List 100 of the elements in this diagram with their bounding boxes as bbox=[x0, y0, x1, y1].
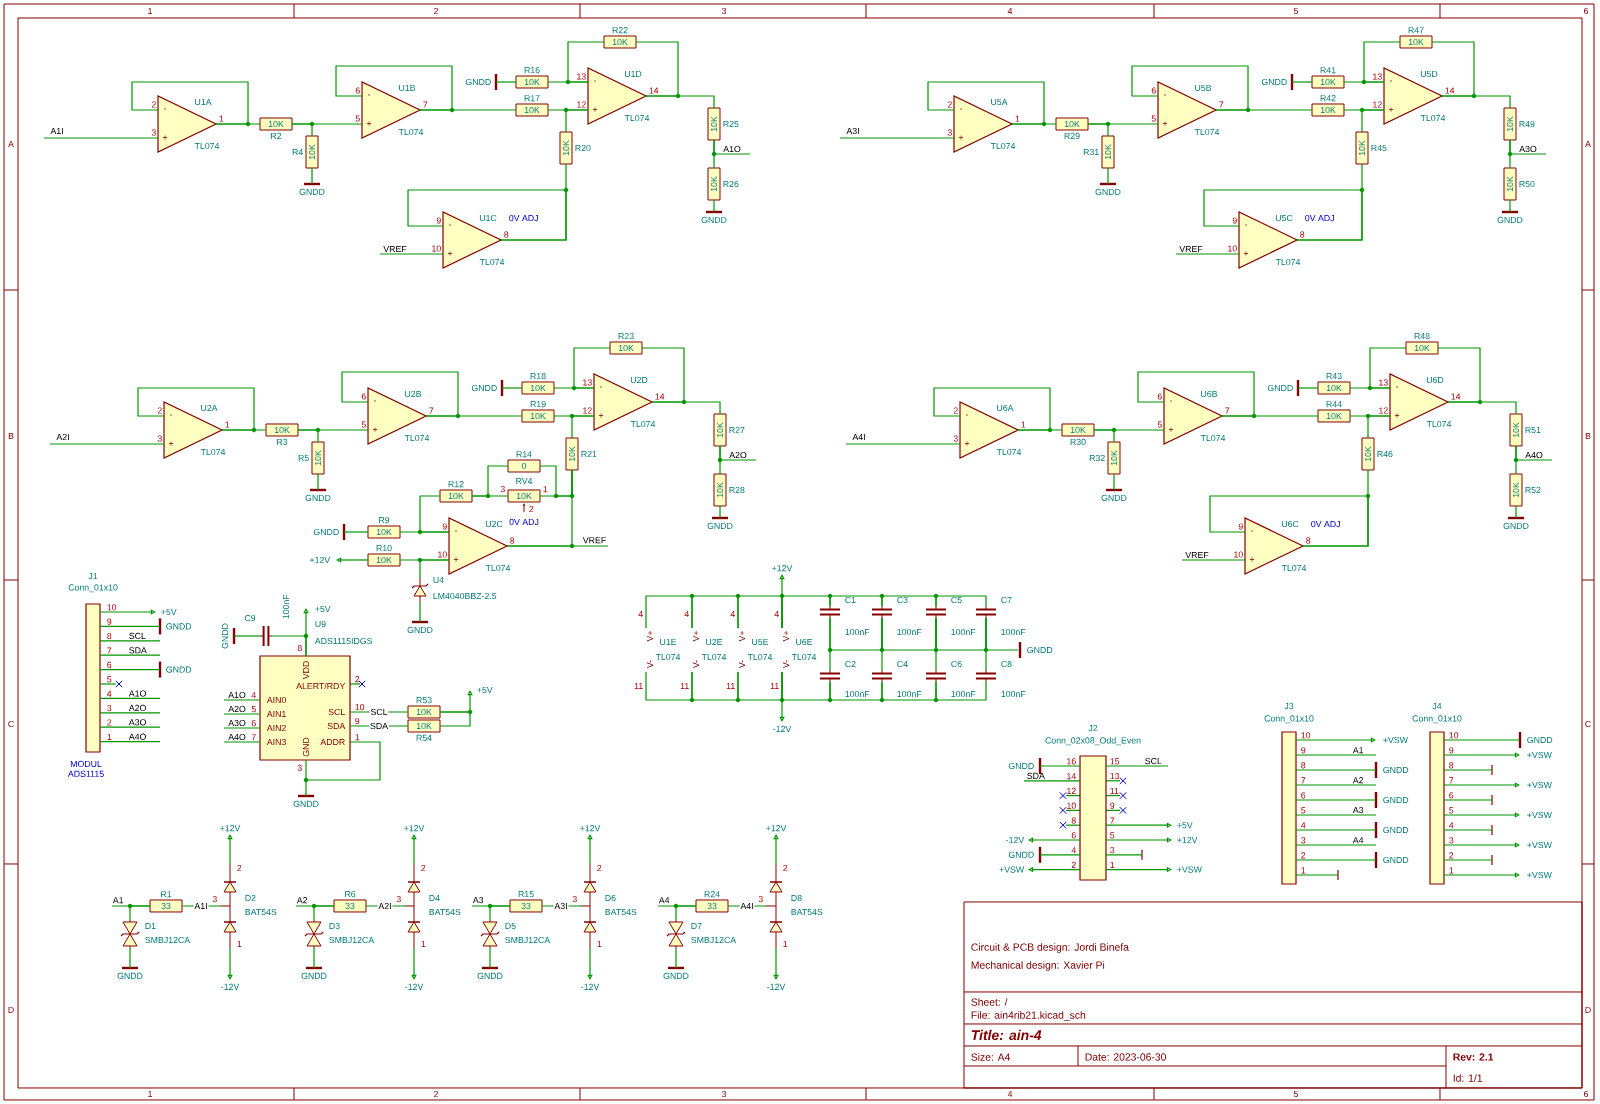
wire bbox=[349, 711, 409, 713]
no-connect-mark bbox=[115, 680, 123, 688]
wire bbox=[223, 727, 261, 729]
wire bbox=[439, 690, 473, 713]
wire bbox=[985, 617, 1019, 651]
wire bbox=[1295, 814, 1377, 816]
wire bbox=[1369, 347, 1407, 389]
wire bbox=[713, 199, 715, 213]
wire bbox=[305, 759, 307, 797]
wire bbox=[1443, 782, 1520, 788]
wire bbox=[779, 671, 785, 722]
wire bbox=[1175, 253, 1240, 255]
wire bbox=[737, 595, 783, 629]
wire bbox=[297, 429, 369, 431]
wire bbox=[295, 905, 335, 907]
wire bbox=[645, 95, 715, 109]
wire bbox=[927, 81, 1045, 125]
wire bbox=[881, 617, 937, 651]
wire bbox=[1443, 859, 1493, 861]
pin-end-mark bbox=[1491, 764, 1493, 776]
wire bbox=[111, 905, 151, 907]
wire bbox=[1105, 854, 1143, 856]
wire bbox=[1297, 387, 1319, 389]
wire bbox=[336, 557, 369, 563]
wire bbox=[571, 415, 595, 439]
wire bbox=[99, 726, 161, 728]
wire bbox=[99, 669, 161, 671]
wire bbox=[1437, 347, 1481, 403]
wire bbox=[1295, 829, 1377, 831]
wire bbox=[1367, 415, 1391, 439]
wire bbox=[1105, 822, 1172, 828]
wire bbox=[829, 681, 883, 701]
wire bbox=[1181, 559, 1246, 561]
wire bbox=[1295, 769, 1377, 771]
wire bbox=[501, 387, 523, 389]
wire bbox=[645, 671, 693, 701]
wire bbox=[1443, 752, 1520, 758]
wire bbox=[1447, 401, 1517, 415]
wire bbox=[223, 713, 261, 715]
wire bbox=[1441, 95, 1511, 109]
wire bbox=[1515, 445, 1553, 461]
wire bbox=[227, 834, 233, 865]
wire bbox=[227, 947, 233, 980]
wire bbox=[719, 505, 721, 519]
wire bbox=[471, 905, 511, 907]
wire bbox=[773, 947, 779, 980]
wire bbox=[1295, 737, 1376, 743]
wire bbox=[1361, 109, 1385, 133]
wire bbox=[489, 947, 491, 969]
wire bbox=[933, 387, 1051, 431]
wire bbox=[1509, 199, 1511, 213]
wire bbox=[419, 601, 421, 623]
wire bbox=[935, 617, 987, 651]
wire bbox=[1443, 812, 1520, 818]
wire bbox=[881, 595, 937, 607]
wire bbox=[411, 947, 417, 980]
wire bbox=[657, 905, 697, 907]
wire bbox=[365, 905, 405, 907]
wire bbox=[773, 834, 779, 865]
wire bbox=[419, 495, 450, 533]
wire bbox=[839, 137, 955, 139]
wire bbox=[1137, 371, 1255, 417]
wire bbox=[343, 531, 369, 533]
wire bbox=[573, 347, 611, 389]
wire bbox=[129, 947, 131, 969]
wire bbox=[99, 654, 161, 656]
wire bbox=[43, 137, 159, 139]
wire bbox=[737, 671, 783, 701]
wire bbox=[233, 635, 261, 637]
wire bbox=[131, 81, 249, 125]
pin-end-mark bbox=[1491, 854, 1493, 866]
wire bbox=[99, 683, 117, 685]
wire bbox=[419, 559, 450, 579]
wire bbox=[291, 123, 363, 125]
wire bbox=[411, 834, 417, 865]
wire bbox=[99, 609, 156, 615]
wire bbox=[1131, 65, 1249, 111]
wire bbox=[223, 741, 261, 743]
wire bbox=[727, 905, 767, 907]
wire bbox=[1443, 739, 1521, 741]
wire bbox=[407, 189, 567, 241]
wire bbox=[1443, 829, 1493, 831]
wire bbox=[1291, 81, 1313, 83]
wire bbox=[49, 443, 165, 445]
wire bbox=[1107, 167, 1109, 185]
wire bbox=[181, 905, 221, 907]
wire bbox=[1203, 189, 1363, 241]
wire bbox=[506, 545, 609, 547]
pin-end-mark bbox=[1337, 869, 1339, 881]
wire bbox=[1295, 874, 1339, 876]
wire bbox=[1039, 765, 1081, 767]
wire bbox=[935, 681, 987, 701]
wire bbox=[829, 595, 883, 607]
wire bbox=[99, 741, 161, 743]
wire bbox=[567, 41, 605, 83]
wire bbox=[99, 640, 161, 642]
wire bbox=[1363, 41, 1401, 83]
wire bbox=[1028, 837, 1081, 843]
wire bbox=[1105, 837, 1172, 843]
wire bbox=[1023, 780, 1081, 782]
